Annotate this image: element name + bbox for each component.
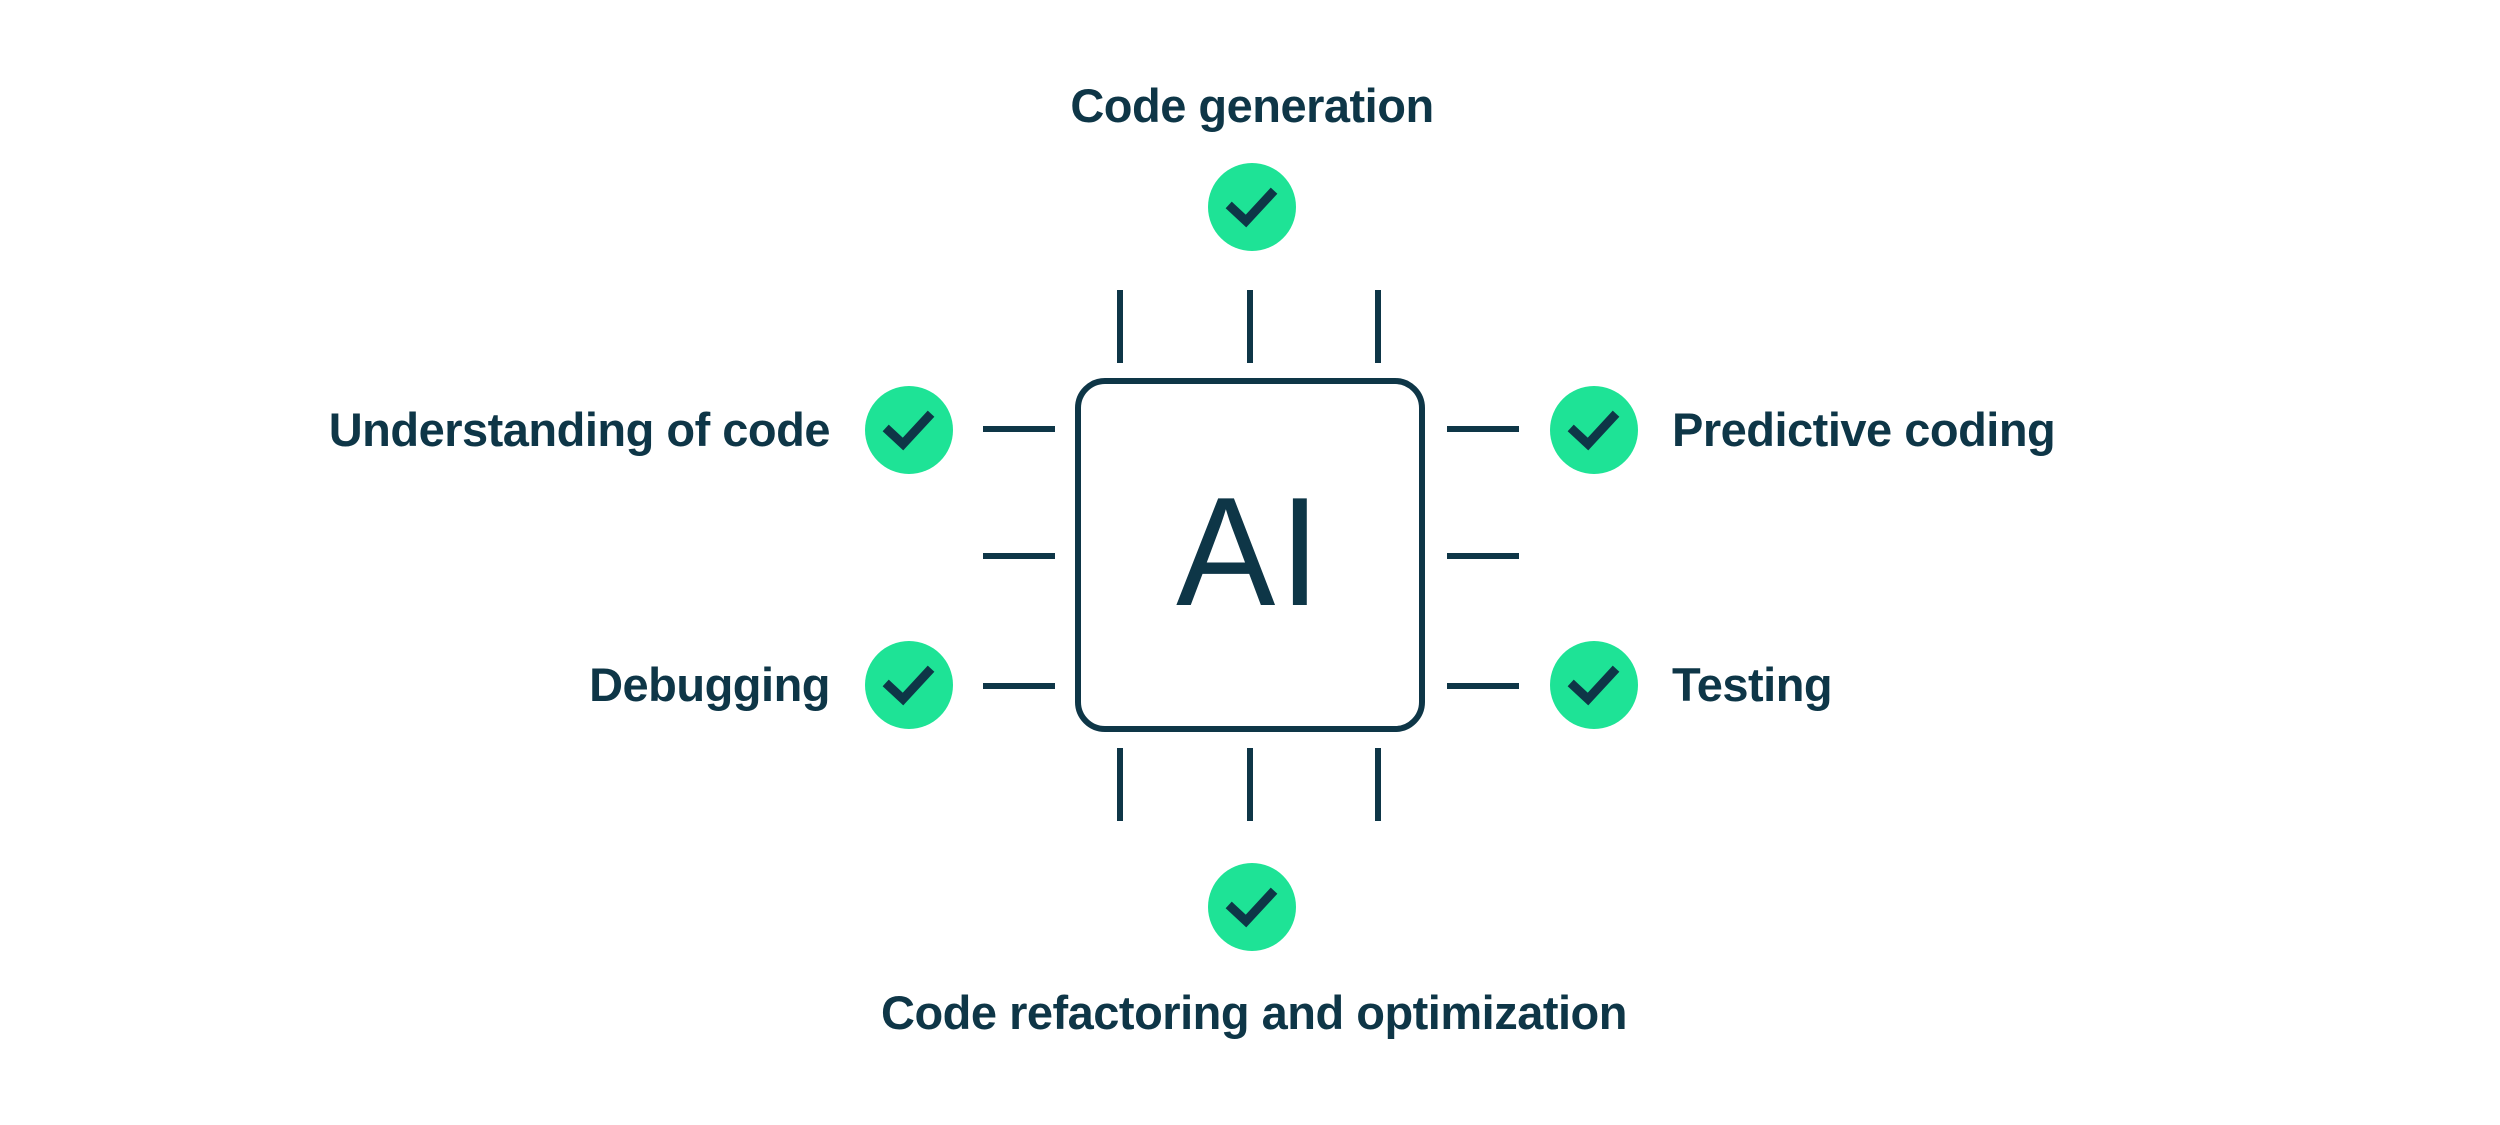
check-icon (865, 386, 953, 474)
check-icon (865, 641, 953, 729)
chip-pin (1375, 290, 1381, 363)
chip-label: AI (1175, 464, 1325, 638)
chip-pin (983, 683, 1055, 689)
check-icon (1550, 386, 1638, 474)
check-icon (1208, 163, 1296, 251)
chip-pin (1375, 748, 1381, 821)
ai-chip-icon: AI (1075, 378, 1425, 732)
feature-label-predictive-coding: Predictive coding (1672, 403, 2056, 456)
check-icon (1208, 863, 1296, 951)
feature-label-code-refactoring: Code refactoring and optimization (881, 986, 1627, 1039)
chip-pin (1247, 748, 1253, 821)
chip-pin (1447, 426, 1519, 432)
chip-pin (1447, 683, 1519, 689)
feature-label-understanding-of-code: Understanding of code (328, 403, 831, 456)
chip-pin (1117, 748, 1123, 821)
chip-pin (1247, 290, 1253, 363)
check-icon (1550, 641, 1638, 729)
chip-pin (983, 553, 1055, 559)
chip-pin (1117, 290, 1123, 363)
feature-label-testing: Testing (1672, 658, 1833, 711)
feature-label-debugging: Debugging (589, 658, 830, 711)
chip-pin (1447, 553, 1519, 559)
feature-label-code-generation: Code generation (1070, 79, 1434, 132)
chip-pin (983, 426, 1055, 432)
